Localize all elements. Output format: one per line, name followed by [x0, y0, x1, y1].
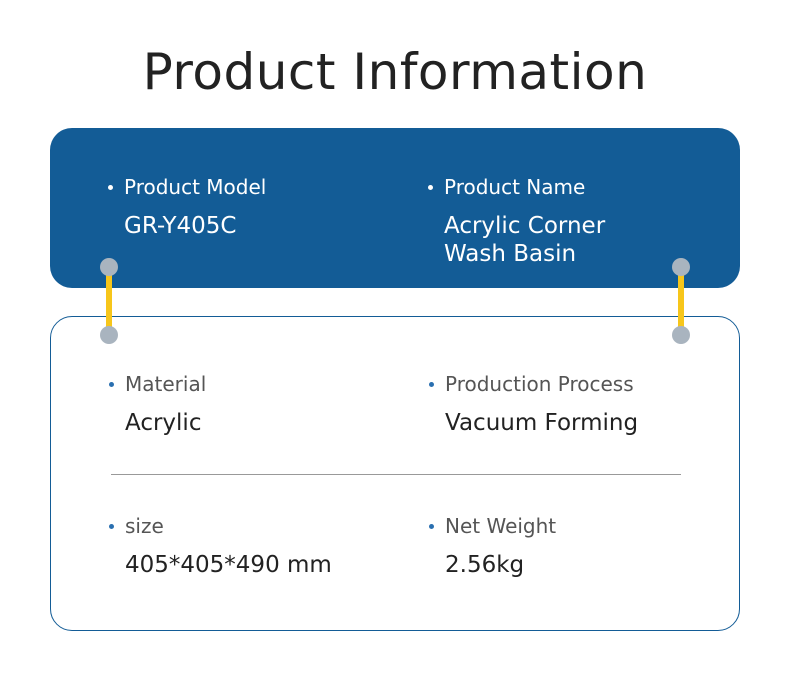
page-title: Product Information	[142, 43, 648, 101]
size-field: size 405*405*490 mm	[109, 513, 332, 579]
net-weight-value: 2.56kg	[445, 552, 525, 578]
material-label: Material	[125, 372, 207, 396]
size-value: 405*405*490 mm	[125, 552, 332, 578]
product-name-field: Product Name Acrylic Corner Wash Basin	[428, 174, 605, 268]
net-weight-field: Net Weight 2.56kg	[429, 513, 556, 579]
size-label: size	[125, 514, 164, 538]
bullet-dot-icon	[109, 382, 114, 387]
material-field: Material Acrylic	[109, 371, 206, 437]
right-connector-icon	[672, 258, 690, 344]
bullet-dot-icon	[429, 524, 434, 529]
production-process-field: Production Process Vacuum Forming	[429, 371, 638, 437]
header-card: Product Model GR-Y405C Product Name Acry…	[50, 128, 740, 288]
details-card: Material Acrylic Production Process Vacu…	[50, 316, 740, 631]
bullet-dot-icon	[429, 382, 434, 387]
product-model-label: Product Model	[124, 175, 267, 199]
bullet-dot-icon	[108, 185, 113, 190]
bullet-dot-icon	[109, 524, 114, 529]
product-name-label: Product Name	[444, 175, 586, 199]
product-model-field: Product Model GR-Y405C	[108, 174, 266, 240]
left-connector-icon	[100, 258, 118, 344]
divider	[111, 474, 681, 475]
product-name-value: Acrylic Corner Wash Basin	[444, 213, 606, 267]
product-model-value: GR-Y405C	[124, 213, 237, 239]
production-process-label: Production Process	[445, 372, 634, 396]
net-weight-label: Net Weight	[445, 514, 557, 538]
material-value: Acrylic	[125, 410, 202, 436]
bullet-dot-icon	[428, 185, 433, 190]
production-process-value: Vacuum Forming	[445, 410, 639, 436]
